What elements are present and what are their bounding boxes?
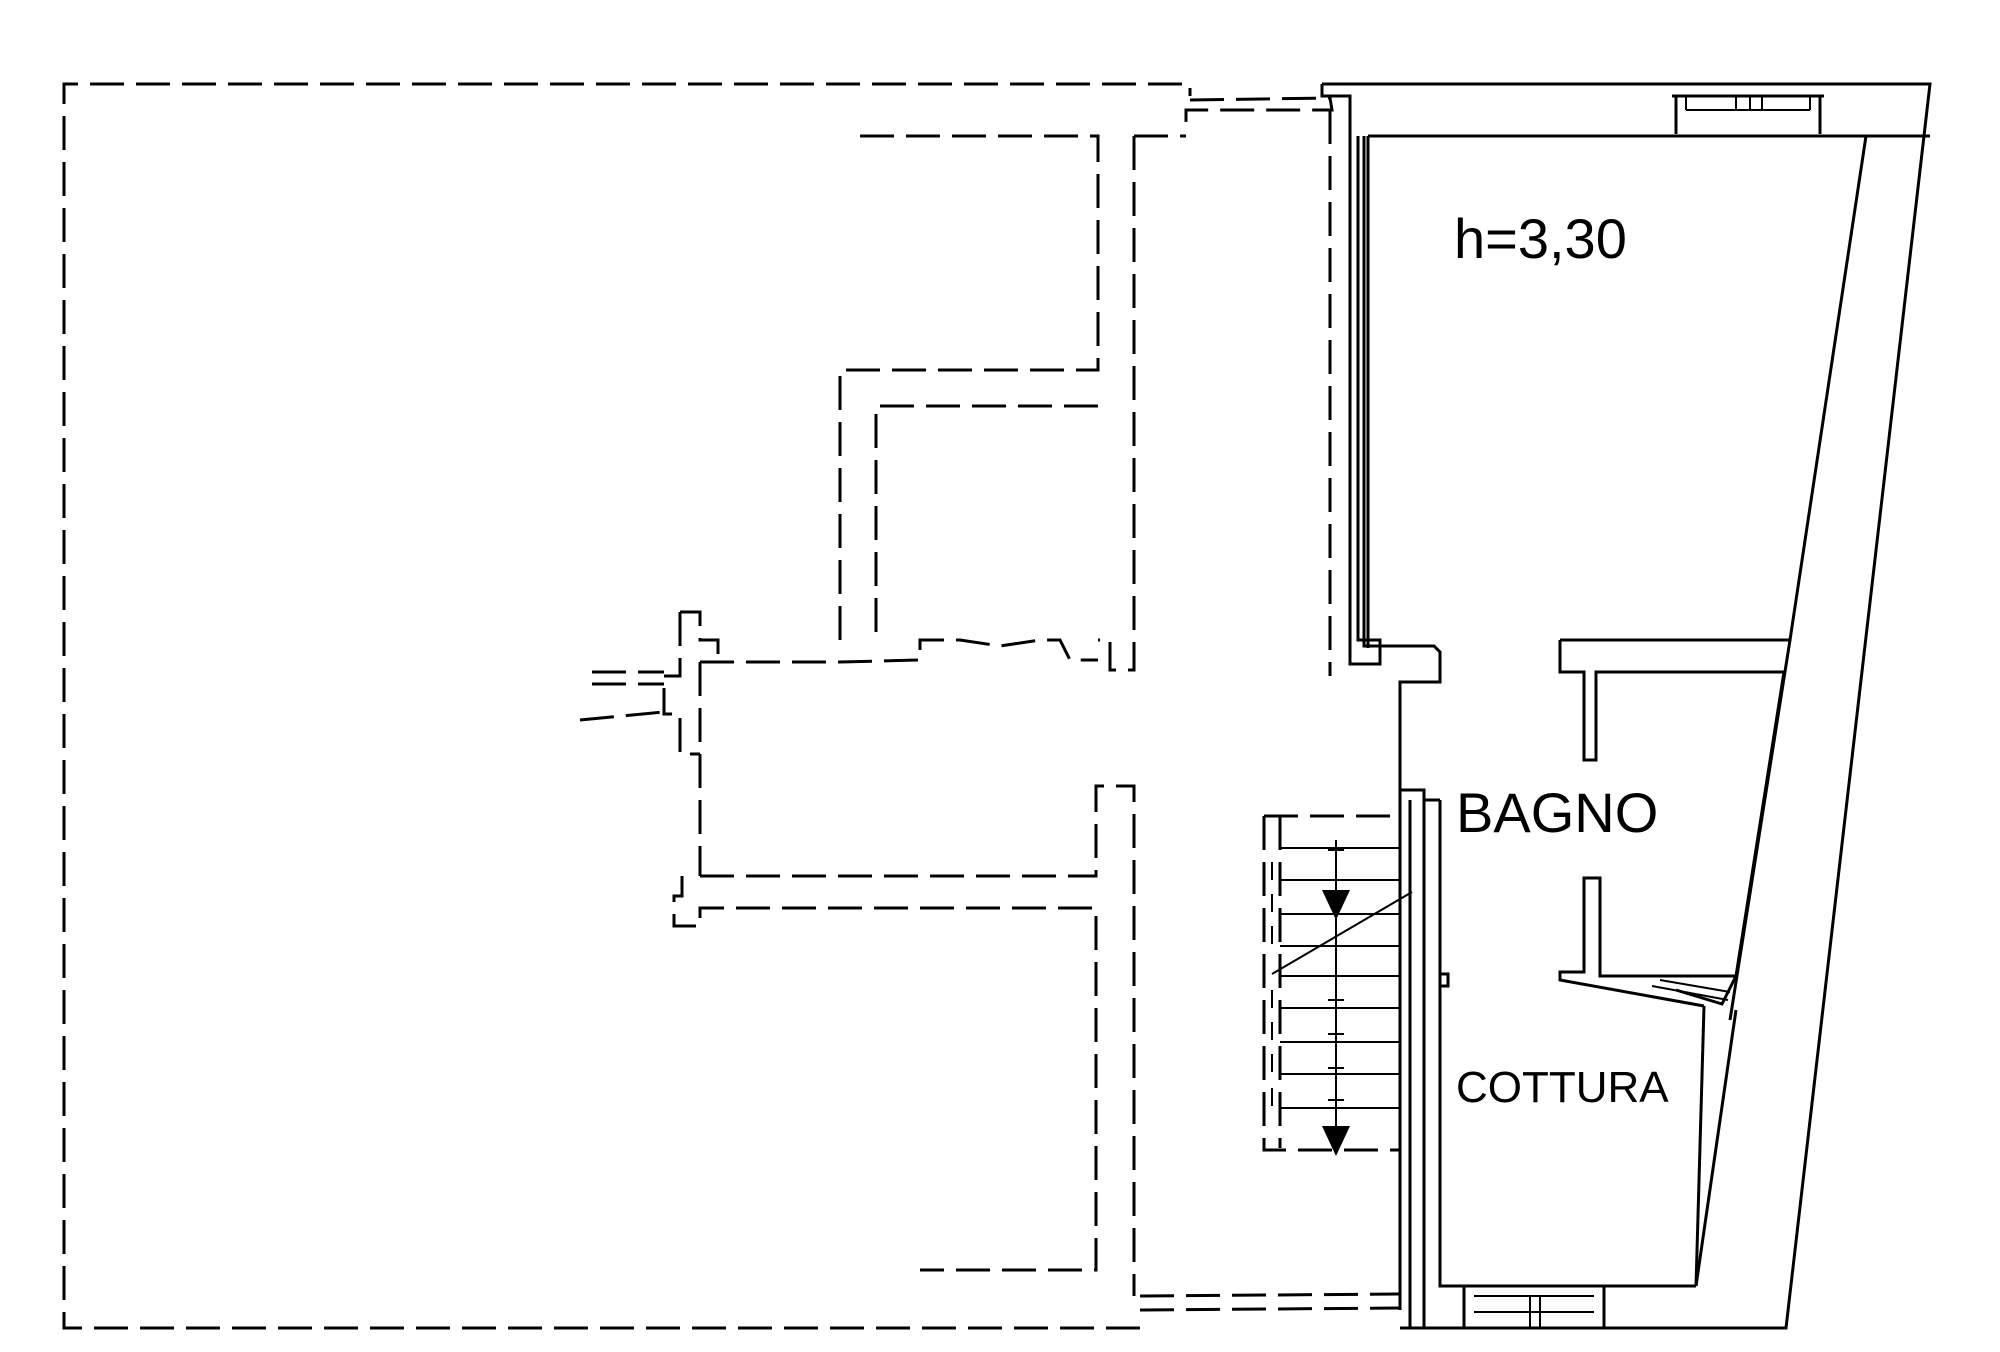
room-label-cottura: COTTURA bbox=[1456, 1063, 1669, 1112]
ceiling-height-label: h=3,30 bbox=[1454, 207, 1627, 270]
room-label-bagno: BAGNO bbox=[1456, 781, 1658, 844]
dashed-outline bbox=[62, 82, 1401, 1330]
staircase bbox=[1271, 840, 1413, 1156]
stair-arrow-icon bbox=[1322, 1126, 1350, 1156]
walls bbox=[1320, 82, 1932, 1330]
stair-arrow-icon bbox=[1322, 890, 1350, 920]
